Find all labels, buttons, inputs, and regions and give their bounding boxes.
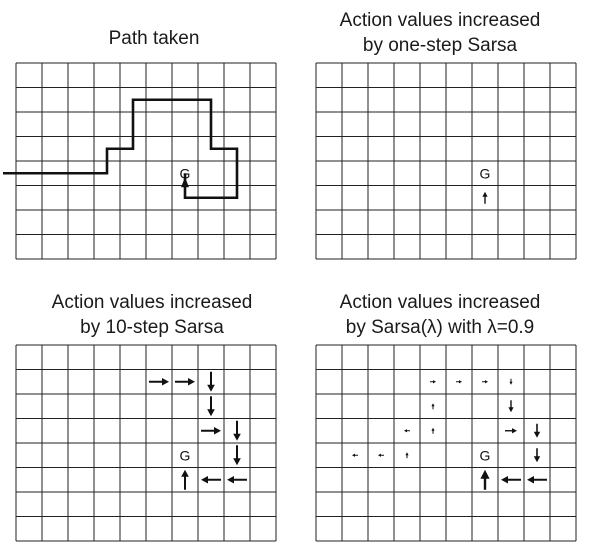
arrow-head (533, 456, 541, 463)
arrow-down (233, 445, 241, 466)
arrow-down (533, 423, 541, 438)
arrow-head (533, 431, 541, 438)
arrow-right (505, 428, 517, 434)
title-sarsa-lambda: Action values increased by Sarsa(λ) with… (290, 290, 590, 340)
panel-lambda: G (315, 344, 577, 542)
arrow-head (207, 409, 215, 417)
arrow-down (509, 378, 513, 385)
arrow-right (175, 377, 195, 386)
arrow-down (207, 396, 215, 417)
arrow-head (512, 428, 517, 434)
arrow-left (352, 453, 358, 457)
arrow-down (207, 371, 215, 392)
arrow-head (405, 452, 409, 456)
arrow-head (508, 407, 514, 413)
arrow-down (233, 420, 241, 441)
panel-one-step: G (315, 62, 577, 260)
arrow-head (227, 475, 234, 484)
arrow-head (431, 427, 435, 431)
title-sarsa-lambda-line-1: Action values increased (339, 292, 541, 313)
arrow-head (201, 475, 208, 484)
title-ten-step-sarsa: Action values increased by 10-step Sarsa (2, 290, 302, 340)
arrow-up (480, 469, 490, 490)
arrow-head (352, 453, 355, 457)
arrow-up (482, 191, 488, 204)
arrow-down (533, 448, 541, 463)
arrow-left (378, 453, 384, 457)
grid-ten-step (15, 344, 277, 542)
arrow-head (527, 475, 534, 484)
arrow-down (508, 400, 514, 413)
grid-lambda (315, 344, 577, 542)
goal-label: G (480, 447, 491, 463)
path-arrowhead (181, 177, 189, 188)
arrow-head (188, 377, 195, 386)
arrow-head (433, 380, 436, 384)
title-path-taken-line-1: Path taken (108, 28, 200, 49)
arrow-head (459, 380, 462, 384)
panel-path: G (3, 62, 277, 260)
arrow-up (431, 403, 435, 410)
arrow-head (181, 469, 189, 477)
grid-path (15, 62, 277, 260)
arrow-up (405, 452, 409, 459)
title-one-step-sarsa-line-2: by one-step Sarsa (362, 35, 518, 56)
title-ten-step-sarsa-line-2: by 10-step Sarsa (80, 317, 224, 338)
arrow-up (431, 427, 435, 434)
title-one-step-sarsa: Action values increased by one-step Sars… (290, 8, 590, 58)
arrow-head (233, 433, 241, 441)
arrow-up (181, 469, 189, 490)
arrow-head (509, 381, 513, 385)
arrow-head (404, 429, 407, 433)
arrow-right (430, 380, 436, 384)
arrow-head (162, 377, 169, 386)
arrow-left (201, 475, 221, 484)
arrow-head (482, 191, 488, 197)
arrow-right (482, 380, 488, 384)
title-ten-step-sarsa-line-1: Action values increased (51, 292, 253, 313)
panel-ten-step: G (15, 344, 277, 542)
goal-label: G (180, 447, 191, 463)
arrow-head (214, 426, 221, 435)
arrow-head (431, 403, 435, 407)
title-one-step-sarsa-line-1: Action values increased (339, 10, 541, 31)
arrow-right (149, 377, 169, 386)
arrow-left (527, 475, 547, 484)
grid-one-step (315, 62, 577, 260)
arrow-left (404, 429, 410, 433)
arrow-right (201, 426, 221, 435)
arrow-head (501, 475, 508, 484)
arrow-head (207, 384, 215, 392)
arrow-left (501, 475, 521, 484)
title-path-taken: Path taken (4, 26, 304, 51)
title-sarsa-lambda-line-2: by Sarsa(λ) with λ=0.9 (345, 317, 535, 338)
arrow-head (480, 469, 490, 479)
arrow-head (378, 453, 381, 457)
arrow-head (233, 458, 241, 466)
arrow-right (456, 380, 462, 384)
path-line (3, 98, 239, 200)
goal-label: G (480, 165, 491, 181)
arrow-head (485, 380, 488, 384)
arrow-left (227, 475, 247, 484)
